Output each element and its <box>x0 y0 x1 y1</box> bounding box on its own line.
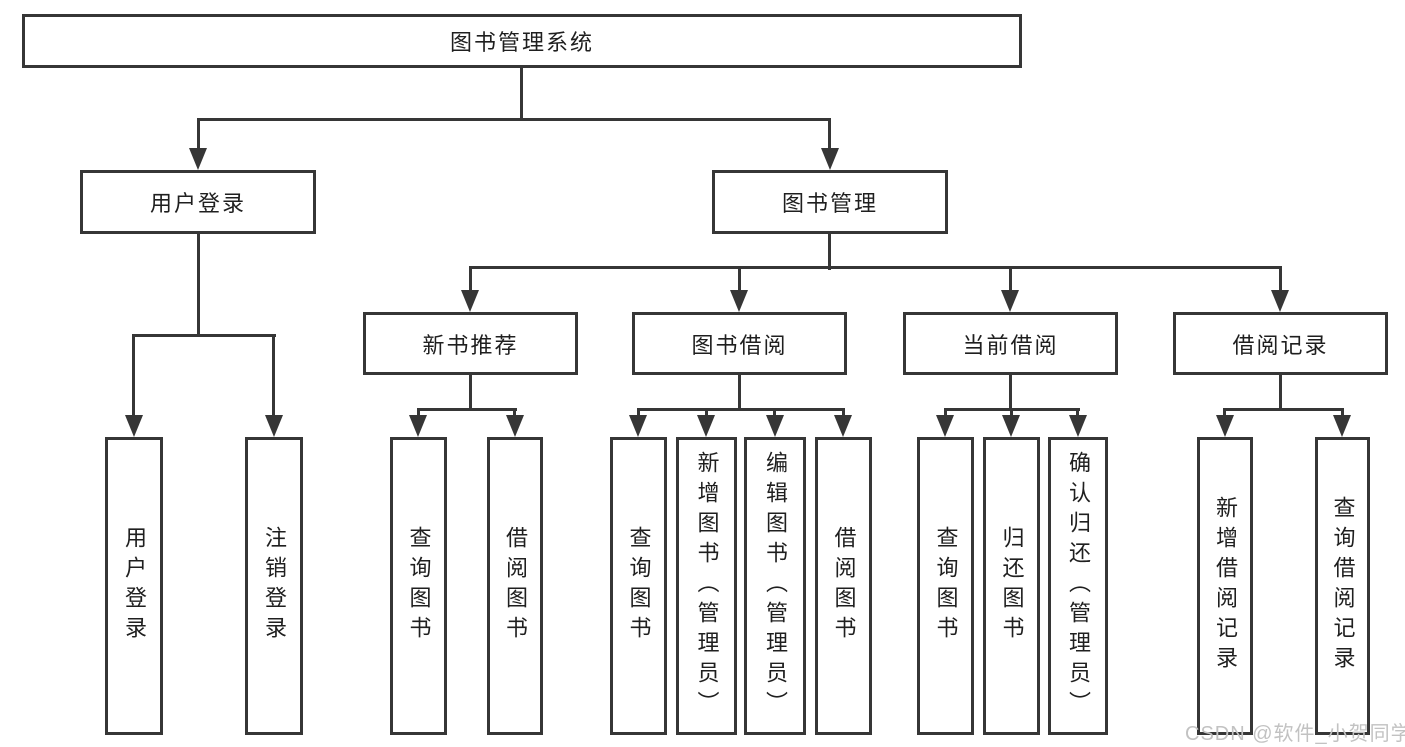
arrowhead-icon <box>1333 415 1351 437</box>
connector-line <box>637 408 845 411</box>
arrowhead-icon <box>697 415 715 437</box>
connector-line <box>1223 408 1344 411</box>
arrowhead-icon <box>1069 415 1087 437</box>
arrowhead-icon <box>1002 415 1020 437</box>
connector-line <box>705 408 708 418</box>
connector-line <box>637 408 640 418</box>
arrowhead-icon <box>125 415 143 437</box>
arrowhead-icon <box>1216 415 1234 437</box>
arrowhead-icon <box>1271 290 1289 312</box>
node-user-login: 用户登录 <box>80 170 316 234</box>
connector-line <box>520 68 523 120</box>
connector-line <box>272 334 275 415</box>
leaf-add-books-admin: 新增图书（管理员） <box>676 437 737 735</box>
connector-line <box>738 266 741 292</box>
connector-line <box>1223 408 1226 418</box>
leaf-borrow-books-recommend: 借阅图书 <box>487 437 543 735</box>
connector-line <box>197 234 200 336</box>
connector-line <box>1279 266 1282 292</box>
connector-line <box>132 334 135 415</box>
leaf-add-borrow-record: 新增借阅记录 <box>1197 437 1253 735</box>
connector-line <box>417 408 420 418</box>
connector-line <box>828 118 831 150</box>
leaf-query-books-current: 查询图书 <box>917 437 974 735</box>
arrowhead-icon <box>461 290 479 312</box>
node-book-management: 图书管理 <box>712 170 948 234</box>
node-book-borrow: 图书借阅 <box>632 312 847 375</box>
leaf-confirm-return-admin: 确认归还（管理员） <box>1048 437 1108 735</box>
arrowhead-icon <box>821 148 839 170</box>
connector-line <box>1009 266 1012 292</box>
arrowhead-icon <box>265 415 283 437</box>
arrowhead-icon <box>936 415 954 437</box>
connector-line <box>773 408 776 418</box>
connector-line <box>842 408 845 418</box>
connector-line <box>469 375 472 410</box>
watermark: CSDN @软件_小贺同学 <box>1185 723 1405 745</box>
connector-line <box>1076 408 1079 418</box>
connector-line <box>1009 375 1012 410</box>
arrowhead-icon <box>1001 290 1019 312</box>
arrowhead-icon <box>409 415 427 437</box>
arrowhead-icon <box>730 290 748 312</box>
connector-line <box>469 266 1282 269</box>
connector-line <box>828 234 831 270</box>
connector-line <box>513 408 516 418</box>
node-current-borrow: 当前借阅 <box>903 312 1118 375</box>
connector-line <box>197 118 831 121</box>
leaf-return-books: 归还图书 <box>983 437 1040 735</box>
connector-line <box>132 334 276 337</box>
leaf-edit-books-admin: 编辑图书（管理员） <box>744 437 806 735</box>
connector-line <box>1341 408 1344 418</box>
leaf-query-books-borrow: 查询图书 <box>610 437 667 735</box>
connector-line <box>197 118 200 150</box>
connector-line <box>1279 375 1282 410</box>
node-root: 图书管理系统 <box>22 14 1022 68</box>
arrowhead-icon <box>834 415 852 437</box>
arrowhead-icon <box>629 415 647 437</box>
arrowhead-icon <box>189 148 207 170</box>
leaf-query-borrow-record: 查询借阅记录 <box>1315 437 1370 735</box>
leaf-borrow-books: 借阅图书 <box>815 437 872 735</box>
connector-line <box>1010 408 1013 418</box>
connector-line <box>417 408 517 411</box>
arrowhead-icon <box>766 415 784 437</box>
connector-line <box>738 375 741 410</box>
node-borrow-records: 借阅记录 <box>1173 312 1388 375</box>
leaf-query-books-recommend: 查询图书 <box>390 437 447 735</box>
node-new-book-recommend: 新书推荐 <box>363 312 578 375</box>
leaf-user-login: 用户登录 <box>105 437 163 735</box>
connector-line <box>944 408 947 418</box>
connector-line <box>469 266 472 292</box>
leaf-logout: 注销登录 <box>245 437 303 735</box>
arrowhead-icon <box>506 415 524 437</box>
